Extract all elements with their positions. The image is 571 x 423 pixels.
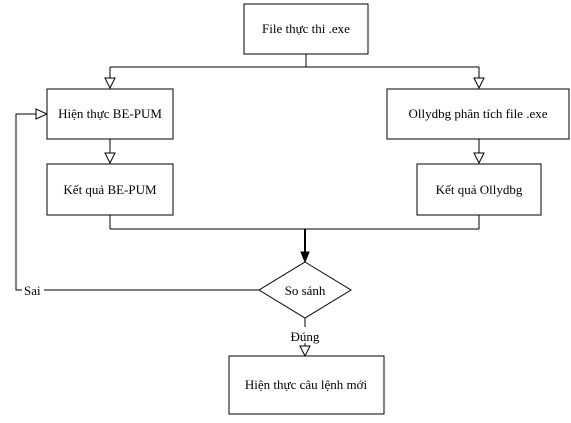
node-bepum-impl: Hiện thực BE-PUM xyxy=(46,88,174,140)
node-ollydbg-analyze: Ollydbg phân tích file .exe xyxy=(386,88,570,140)
arrow-to-bepum-result xyxy=(104,152,116,165)
node-new-statement-label: Hiện thực câu lệnh mới xyxy=(245,377,368,392)
arrow-to-new-statement xyxy=(299,345,311,358)
node-new-statement: Hiện thực câu lệnh mới xyxy=(228,355,385,415)
node-ollydbg-result: Kết quả Ollydbg xyxy=(416,163,542,216)
node-ollydbg-analyze-label: Ollydbg phân tích file .exe xyxy=(409,106,548,121)
edge-label-false: Sai xyxy=(24,283,41,298)
edge-label-true-bg xyxy=(288,327,324,343)
connector-false-loop xyxy=(15,113,259,291)
node-bepum-result-label: Kết quả BE-PUM xyxy=(63,182,157,197)
node-compare-label: So sánh xyxy=(285,283,326,298)
arrow-to-ollydbg-analyze xyxy=(473,77,485,90)
arrow-to-bepum-impl xyxy=(104,77,116,90)
edge-label-true: Đúng xyxy=(291,329,320,344)
edge-label-false-bg xyxy=(22,282,44,298)
arrow-to-ollydbg-result xyxy=(473,152,485,165)
node-compare: So sánh xyxy=(258,261,352,319)
connectors xyxy=(15,54,485,358)
node-exe-file-label: File thực thi .exe xyxy=(262,21,350,36)
node-bepum-impl-label: Hiện thực BE-PUM xyxy=(58,106,162,121)
node-exe-file: File thực thi .exe xyxy=(243,3,369,55)
arrow-to-compare xyxy=(300,251,310,264)
node-ollydbg-result-label: Kết quả Ollydbg xyxy=(436,182,523,197)
node-bepum-result: Kết quả BE-PUM xyxy=(46,163,174,216)
arrow-false-to-bepum-impl xyxy=(35,108,49,120)
